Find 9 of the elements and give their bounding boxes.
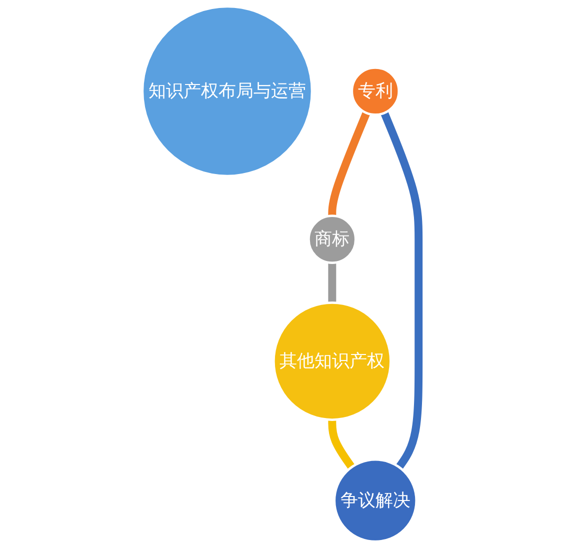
node-circle: 争议解决 <box>333 458 418 543</box>
node-circle: 其他知识产权 <box>272 301 392 421</box>
connector <box>380 111 423 470</box>
node-circle: 专利 <box>350 66 400 116</box>
node-circle: 知识产权布局与运营 <box>141 5 314 178</box>
node-circle: 商标 <box>307 214 357 264</box>
connector <box>328 111 370 217</box>
connector <box>328 262 336 304</box>
connector <box>328 419 355 470</box>
